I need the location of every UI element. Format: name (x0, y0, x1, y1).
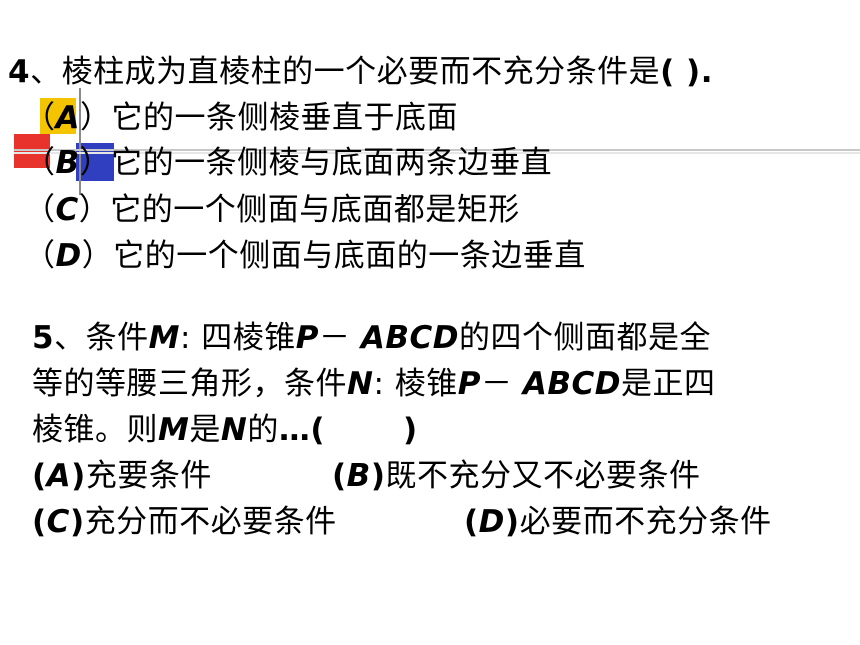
q5-var-m: M (148, 320, 180, 356)
q4-number: 4 (8, 54, 31, 90)
q4-option-b-letter: B (55, 145, 80, 181)
q4-bracket: ( ). (660, 54, 713, 90)
q4-option-a-letter: A (55, 100, 80, 136)
q5-dash: － (481, 366, 513, 402)
q5-var-m: M (158, 412, 190, 448)
q5-option-a: (A)充要条件 (32, 458, 212, 494)
q5-option-b-letter: B (346, 458, 371, 494)
q4-option-a: （A）它的一条侧棱垂直于底面 (24, 100, 458, 136)
q4-option-b-text: 它的一条侧棱与底面两条边垂直 (111, 145, 553, 181)
q5-text: 、条件 (54, 320, 149, 356)
q5-option-a-letter: A (46, 458, 72, 494)
q5-var-n: N (220, 412, 248, 448)
q5-var-p: P (457, 366, 481, 402)
q4-option-c-text: 它的一个侧面与底面都是矩形 (110, 192, 520, 228)
q4-stem-text: 、棱柱成为直棱柱的一个必要而不充分条件是 (30, 54, 661, 90)
q5-option-d-letter: D (478, 504, 505, 540)
q4-option-d: （D）它的一个侧面与底面的一条边垂直 (24, 238, 586, 274)
q4-option-b: （B）它的一条侧棱与底面两条边垂直 (24, 145, 553, 181)
q5-option-d: (D)必要而不充分条件 (464, 504, 772, 540)
q4-option-a-text: 它的一条侧棱垂直于底面 (111, 100, 458, 136)
q5-var-n: N (347, 366, 374, 402)
q4-option-d-letter: D (55, 238, 82, 274)
q5-number: 5 (32, 320, 55, 356)
q4-stem: 4、棱柱成为直棱柱的一个必要而不充分条件是( ). (8, 52, 713, 92)
q5-option-c-text: 充分而不必要条件 (84, 504, 337, 540)
q5-text: 棱锥 (394, 366, 458, 402)
q5-text: 等的等腰三角形，条件 (32, 366, 347, 402)
q5-bracket-open: …( (278, 412, 325, 448)
q5-option-d-text: 必要而不充分条件 (519, 504, 772, 540)
q5-var-abcd: ABCD (522, 366, 621, 402)
q5-option-a-text: 充要条件 (85, 458, 212, 494)
q5-text: 棱锥。则 (32, 412, 158, 448)
q5-line-2: 等的等腰三角形，条件N: 棱锥P－ ABCD是正四 (32, 364, 715, 404)
q5-option-c-letter: C (46, 504, 70, 540)
q5-text: 是正四 (620, 366, 716, 402)
q5-colon: : (179, 320, 191, 356)
q4-option-d-text: 它的一个侧面与底面的一条边垂直 (113, 238, 586, 274)
q5-option-c: (C)充分而不必要条件 (32, 504, 337, 540)
q4-option-c: （C）它的一个侧面与底面都是矩形 (24, 192, 520, 228)
q5-text: 是 (189, 412, 221, 448)
q5-var-p: P (295, 320, 319, 356)
q5-option-b-text: 既不充分又不必要条件 (385, 458, 701, 494)
q5-dash: － (318, 320, 351, 356)
q5-text: 四棱锥 (201, 320, 296, 356)
q5-line-3: 棱锥。则M是N的…() (32, 410, 418, 450)
q5-text: 的 (247, 412, 279, 448)
q5-text: 的四个侧面都是全 (458, 320, 711, 356)
q5-var-abcd: ABCD (360, 320, 459, 356)
q5-colon: : (373, 366, 385, 402)
q5-line-1: 5、条件M: 四棱锥P－ ABCD的四个侧面都是全 (32, 318, 711, 358)
q4-option-c-letter: C (55, 192, 79, 228)
q5-bracket-close: ) (402, 412, 418, 448)
q5-option-b: (B)既不充分又不必要条件 (332, 458, 701, 494)
